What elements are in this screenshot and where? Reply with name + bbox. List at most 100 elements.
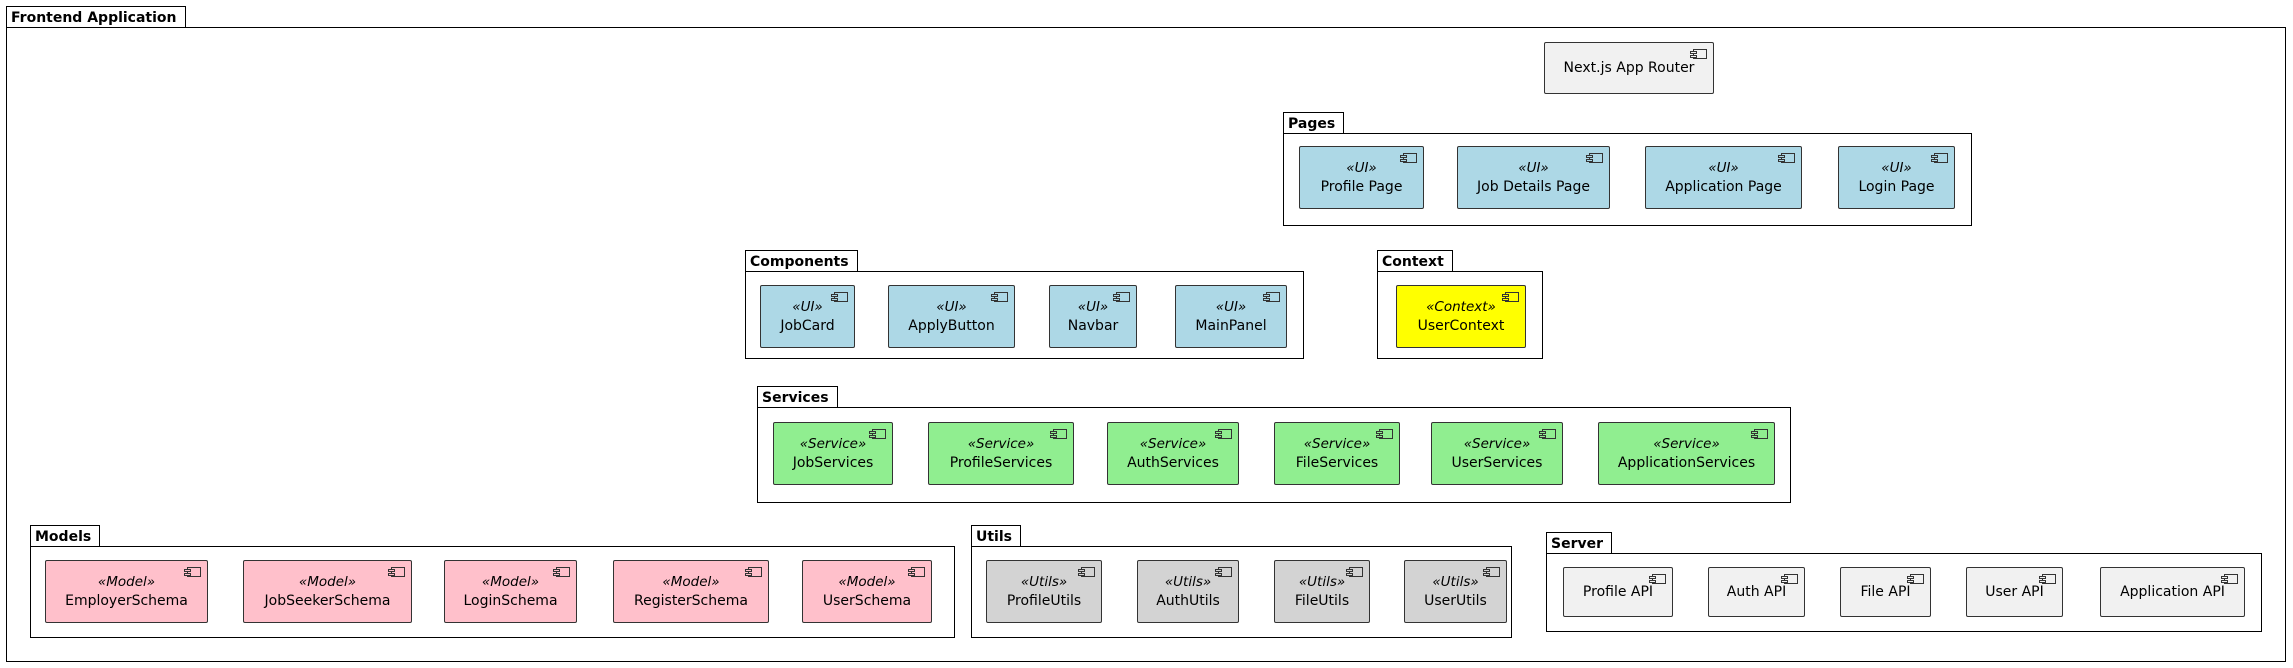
component-label: JobSeekerSchema [264,592,391,609]
mainpanel-component[interactable]: «UI» MainPanel [1175,285,1287,348]
component-stereotype: «Service» [967,435,1035,452]
userschema-component[interactable]: «Model» UserSchema [802,560,932,623]
component-label: FileUtils [1294,592,1350,609]
component-icon [1376,429,1393,439]
component-label: User API [1985,583,2044,600]
component-icon [991,292,1008,302]
component-icon [1215,429,1232,439]
component-label: Login Page [1858,178,1935,195]
jobcard-component[interactable]: «UI» JobCard [760,285,855,348]
package-tab-utils: Utils [971,525,1021,547]
component-icon [1050,429,1067,439]
component-label: JobServices [792,454,874,471]
profileservices-component[interactable]: «Service» ProfileServices [928,422,1074,485]
component-stereotype: «UI» [1077,298,1109,315]
component-stereotype: «Model» [97,573,156,590]
component-icon [908,567,925,577]
component-stereotype: «UI» [1881,159,1912,176]
employerschema-component[interactable]: «Model» EmployerSchema [45,560,208,623]
component-label: ApplyButton [908,317,995,334]
profile-page-component[interactable]: «UI» Profile Page [1299,146,1424,209]
component-label: Profile Page [1320,178,1403,195]
component-label: Navbar [1067,317,1119,334]
component-stereotype: «UI» [936,298,967,315]
component-icon [2221,574,2238,584]
jobseekerschema-component[interactable]: «Model» JobSeekerSchema [243,560,412,623]
component-stereotype: «UI» [1346,159,1377,176]
component-label: FileServices [1295,454,1379,471]
component-icon [1751,429,1768,439]
component-icon [553,567,570,577]
application-page-component[interactable]: «UI» Application Page [1645,146,1802,209]
component-label: Profile API [1582,583,1654,600]
authutils-component[interactable]: «Utils» AuthUtils [1137,560,1239,623]
component-label: UserUtils [1424,592,1487,609]
component-icon [388,567,405,577]
login-page-component[interactable]: «UI» Login Page [1838,146,1955,209]
component-stereotype: «Model» [662,573,720,590]
package-tab-components: Components [745,250,858,272]
file-api-component[interactable]: File API [1840,567,1931,617]
userservices-component[interactable]: «Service» UserServices [1431,422,1563,485]
component-label: JobCard [780,317,835,334]
component-icon [1078,567,1095,577]
applicationservices-component[interactable]: «Service» ApplicationServices [1598,422,1775,485]
component-stereotype: «Model» [298,573,357,590]
authservices-component[interactable]: «Service» AuthServices [1107,422,1239,485]
component-icon [869,429,886,439]
component-icon [1649,574,1666,584]
jobservices-component[interactable]: «Service» JobServices [773,422,893,485]
job-details-page-component[interactable]: «UI» Job Details Page [1457,146,1610,209]
applybutton-component[interactable]: «UI» ApplyButton [888,285,1015,348]
component-label: UserContext [1417,317,1505,334]
component-stereotype: «Model» [481,573,540,590]
component-stereotype: «Context» [1426,298,1496,315]
component-label: Application API [2120,583,2225,600]
fileservices-component[interactable]: «Service» FileServices [1274,422,1400,485]
component-icon [1781,574,1798,584]
package-tab-frontend-application: Frontend Application [6,6,186,28]
component-icon [1586,153,1603,163]
package-tab-context: Context [1377,250,1453,272]
profileutils-component[interactable]: «Utils» ProfileUtils [986,560,1102,623]
component-stereotype: «UI» [792,298,823,315]
navbar-component[interactable]: «UI» Navbar [1049,285,1137,348]
usercontext-component[interactable]: «Context» UserContext [1396,285,1526,348]
component-label: Application Page [1665,178,1782,195]
component-stereotype: «Utils» [1020,573,1068,590]
component-stereotype: «Model» [838,573,896,590]
package-tab-server: Server [1546,532,1613,554]
component-icon [1346,567,1363,577]
component-label: EmployerSchema [65,592,188,609]
component-stereotype: «Utils» [1432,573,1479,590]
component-icon [184,567,201,577]
component-icon [745,567,762,577]
component-label: Job Details Page [1477,178,1590,195]
component-icon [1483,567,1500,577]
component-label: ApplicationServices [1617,454,1756,471]
package-tab-services: Services [757,386,838,408]
auth-api-component[interactable]: Auth API [1708,567,1805,617]
loginschema-component[interactable]: «Model» LoginSchema [444,560,577,623]
component-icon [1502,292,1519,302]
fileutils-component[interactable]: «Utils» FileUtils [1274,560,1370,623]
component-label: RegisterSchema [634,592,748,609]
component-label: ProfileServices [949,454,1053,471]
component-stereotype: «Utils» [1164,573,1212,590]
registerschema-component[interactable]: «Model» RegisterSchema [613,560,769,623]
profile-api-component[interactable]: Profile API [1563,567,1673,617]
component-icon [1690,49,1707,59]
component-icon [1400,153,1417,163]
component-label: UserSchema [822,592,912,609]
component-icon [1778,153,1795,163]
component-stereotype: «UI» [1708,159,1739,176]
nextjs-app-router-component[interactable]: Next.js App Router [1544,42,1714,94]
userutils-component[interactable]: «Utils» UserUtils [1404,560,1507,623]
user-api-component[interactable]: User API [1966,567,2063,617]
application-api-component[interactable]: Application API [2100,567,2245,617]
component-label: UserServices [1451,454,1543,471]
component-stereotype: «UI» [1518,159,1549,176]
component-icon [1113,292,1130,302]
component-icon [1263,292,1280,302]
component-icon [1215,567,1232,577]
